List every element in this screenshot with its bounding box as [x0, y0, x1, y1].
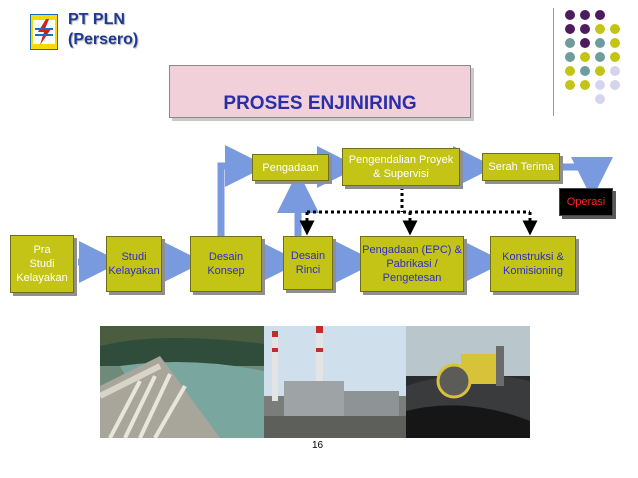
- box-epc-line3: Pengetesan: [382, 272, 442, 284]
- box-serah-terima-label: Serah Terima: [488, 161, 554, 173]
- box-desain-rinci: Desain Rinci: [283, 236, 333, 290]
- dot-teal: [580, 66, 590, 76]
- box-studi-line1: Studi: [121, 251, 147, 263]
- box-operasi-label: Operasi: [566, 196, 606, 208]
- box-pengendalian-proyek: Pengendalian Proyek & Supervisi: [342, 148, 460, 186]
- box-konstruksi-line1: Konstruksi &: [502, 251, 564, 263]
- box-epc-line2: Pabrikasi /: [386, 258, 438, 270]
- box-desain-konsep-line2: Konsep: [207, 265, 245, 277]
- dot-purple: [565, 10, 575, 20]
- flow-arrows: [78, 145, 613, 283]
- dot-purple: [580, 24, 590, 34]
- company-name-line1: PT PLN: [68, 11, 125, 28]
- box-serah-terima: Serah Terima: [482, 153, 560, 181]
- dot-lavender: [595, 80, 605, 90]
- dot-yellow: [565, 80, 575, 90]
- company-name: PT PLN (Persero): [68, 10, 138, 50]
- box-pengendalian-line2: & Supervisi: [373, 168, 429, 180]
- dot-yellow: [610, 52, 620, 62]
- mining-excavator-photo: [406, 326, 530, 438]
- box-studi-line2: Kelayakan: [108, 265, 160, 277]
- box-operasi: Operasi: [559, 188, 613, 216]
- dot-lavender: [610, 80, 620, 90]
- power-plant-photo: [264, 326, 406, 438]
- dot-lavender: [595, 94, 605, 104]
- box-desain-konsep: Desain Konsep: [190, 236, 262, 292]
- pln-logo-icon: [29, 13, 59, 51]
- dot-yellow: [595, 66, 605, 76]
- dot-yellow: [610, 24, 620, 34]
- arrow-konsep-to-pengadaan: [217, 145, 267, 236]
- dam-spillway-photo: [100, 326, 264, 438]
- box-pengadaan-epc: Pengadaan (EPC) & Pabrikasi / Pengetesan: [360, 236, 464, 292]
- box-desain-rinci-line1: Desain: [290, 250, 326, 262]
- box-epc-line1: Pengadaan (EPC) &: [362, 244, 462, 256]
- company-name-line2: (Persero): [68, 31, 139, 48]
- box-konstruksi-komisioning: Konstruksi & Komisioning: [490, 236, 576, 292]
- box-desain-konsep-line1: Desain: [208, 251, 244, 263]
- box-konstruksi-line2: Komisioning: [503, 265, 563, 277]
- dot-purple: [580, 10, 590, 20]
- box-pra-line1: Pra: [33, 244, 51, 256]
- dot-purple: [565, 24, 575, 34]
- dot-teal: [595, 52, 605, 62]
- title-banner: PROSES ENJINIRING: [169, 65, 471, 118]
- divider-line: [553, 8, 554, 116]
- dot-purple: [580, 38, 590, 48]
- box-studi-kelayakan: Studi Kelayakan: [106, 236, 162, 292]
- box-pengendalian-line1: Pengendalian Proyek: [348, 154, 454, 166]
- box-desain-rinci-line2: Rinci: [295, 264, 321, 276]
- page-title: PROSES ENJINIRING: [223, 93, 417, 114]
- arrow-serah-to-operasi: [560, 157, 613, 199]
- box-pra-line2: Studi: [29, 258, 55, 270]
- box-pengadaan-label: Pengadaan: [262, 161, 319, 174]
- dot-teal: [565, 38, 575, 48]
- dot-teal: [565, 52, 575, 62]
- dot-teal: [595, 38, 605, 48]
- dot-purple: [595, 10, 605, 20]
- dot-lavender: [610, 66, 620, 76]
- page-number: 16: [312, 440, 324, 451]
- dot-yellow: [565, 66, 575, 76]
- dot-yellow: [610, 38, 620, 48]
- dot-yellow: [595, 24, 605, 34]
- dot-yellow: [580, 52, 590, 62]
- box-pra-line3: Kelayakan: [16, 272, 68, 284]
- dot-grid-decoration: [563, 10, 633, 105]
- dotted-supervision-links: [299, 187, 538, 236]
- box-pengadaan: Pengadaan: [252, 154, 329, 181]
- box-pra-studi-kelayakan: Pra Studi Kelayakan: [10, 235, 74, 293]
- dot-yellow: [580, 80, 590, 90]
